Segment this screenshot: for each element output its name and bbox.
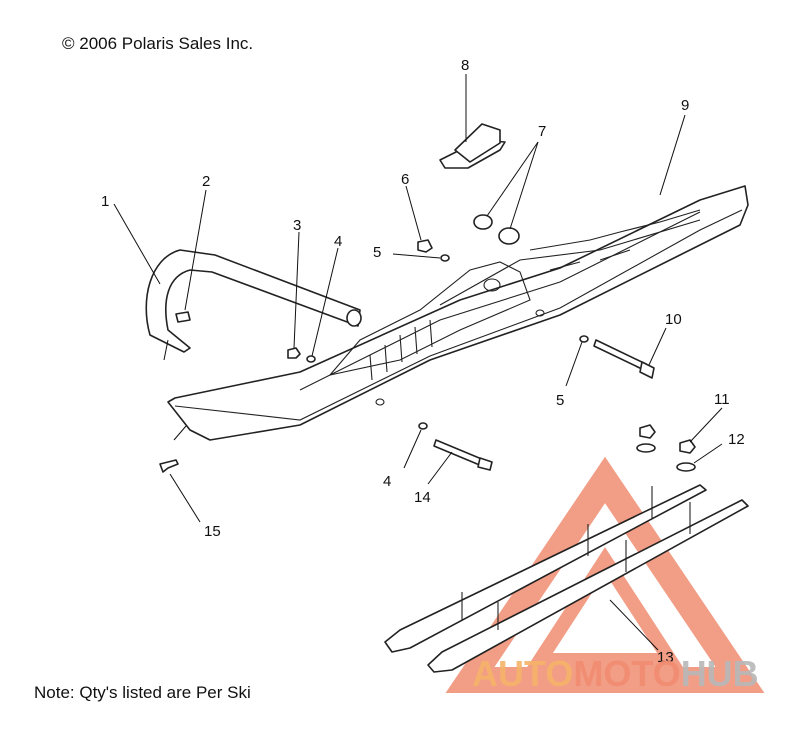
watermark-moto: MOTO xyxy=(573,653,680,694)
ski-body xyxy=(167,185,749,441)
callout-14: 14 xyxy=(414,489,431,506)
washer-12a xyxy=(636,443,656,453)
callout-labels: 1 2 3 4 4 5 5 6 7 8 9 10 11 12 13 14 15 xyxy=(101,57,745,666)
nut-11a xyxy=(639,424,656,439)
washer-5-lower xyxy=(579,335,589,343)
wear-bars-13 xyxy=(384,484,749,673)
callout-1: 1 xyxy=(101,193,109,210)
bushing-7b xyxy=(498,227,520,245)
nut-11b xyxy=(679,439,696,454)
bushing-7a xyxy=(473,214,493,230)
callout-6: 6 xyxy=(401,171,409,188)
washer-12b xyxy=(676,462,696,472)
watermark-hub: HUB xyxy=(681,653,759,694)
watermark-auto: AUTO xyxy=(472,653,573,694)
callout-5-upper: 5 xyxy=(373,244,381,261)
bolt-2 xyxy=(175,311,191,323)
callout-5-lower: 5 xyxy=(556,392,564,409)
callout-15: 15 xyxy=(204,523,221,540)
callout-4-lower: 4 xyxy=(383,473,391,490)
quantity-note: Note: Qty's listed are Per Ski xyxy=(34,683,251,702)
bolt-15 xyxy=(159,459,179,473)
callout-12: 12 xyxy=(728,431,745,448)
callout-8: 8 xyxy=(461,57,469,74)
callout-3: 3 xyxy=(293,217,301,234)
washer-5-upper xyxy=(440,254,450,262)
callout-2: 2 xyxy=(202,173,210,190)
bolt-10 xyxy=(593,339,655,379)
watermark-text: AUTOMOTOHUB xyxy=(472,653,759,694)
ski-handle xyxy=(145,249,362,353)
copyright-notice: © 2006 Polaris Sales Inc. xyxy=(62,34,254,53)
nut-6 xyxy=(417,239,433,253)
nut-3 xyxy=(287,347,301,359)
callout-4-upper: 4 xyxy=(334,233,342,250)
washer-4-upper xyxy=(306,355,316,363)
bolt-14 xyxy=(433,439,493,471)
callout-13: 13 xyxy=(657,649,674,666)
bumper-8 xyxy=(439,123,506,169)
washer-4-lower xyxy=(418,422,428,430)
callout-7: 7 xyxy=(538,123,546,140)
callout-9: 9 xyxy=(681,97,689,114)
callout-11: 11 xyxy=(714,391,730,408)
callout-10: 10 xyxy=(665,311,682,328)
leader-lines xyxy=(113,74,723,651)
